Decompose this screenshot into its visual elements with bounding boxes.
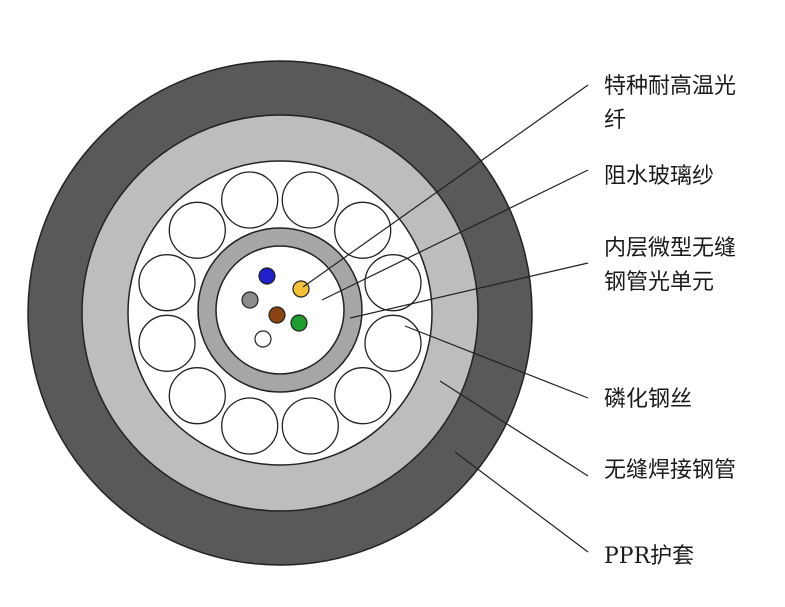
steel-wire xyxy=(138,314,196,372)
steel-wire xyxy=(168,367,226,425)
steel-wire xyxy=(364,254,422,312)
leader-fiber xyxy=(302,84,589,288)
steel-wire xyxy=(221,171,279,229)
label-fiber-line1: 特种耐高温光 xyxy=(604,74,737,99)
label-fiber-line2: 纤 xyxy=(604,108,627,133)
leader-yarn xyxy=(321,169,589,301)
steel-wire xyxy=(281,171,339,229)
steel-wire xyxy=(334,367,392,425)
steel-wire xyxy=(138,254,196,312)
steel-wire xyxy=(168,201,226,259)
fiber-green xyxy=(290,314,308,332)
steel-wire xyxy=(221,397,279,455)
label-fiber: 特种耐高温光 纤 xyxy=(604,70,736,138)
label-jacket: PPR护套 xyxy=(604,544,695,569)
fiber-brown xyxy=(268,306,286,324)
leader-welded-tube xyxy=(439,380,589,477)
fiber-yellow xyxy=(292,280,310,298)
label-inner-tube-line1: 内层微型无缝 xyxy=(604,236,737,261)
steel-wire xyxy=(334,201,392,259)
fiber-white xyxy=(254,330,272,348)
steel-wire xyxy=(364,314,422,372)
steel-wire-ring xyxy=(138,171,422,455)
label-welded-tube: 无缝焊接钢管 xyxy=(604,458,737,483)
label-steel-wire: 磷化钢丝 xyxy=(604,387,693,412)
leader-steel-wire xyxy=(404,325,589,399)
steel-wire xyxy=(281,397,339,455)
fiber-blue xyxy=(258,267,276,285)
leader-inner-tube xyxy=(349,262,589,319)
label-yarn: 阻水玻璃纱 xyxy=(604,164,715,189)
label-inner-tube: 内层微型无缝 钢管光单元 xyxy=(604,232,736,300)
fiber-gray xyxy=(241,291,259,309)
leader-jacket xyxy=(454,451,589,553)
label-inner-tube-line2: 钢管光单元 xyxy=(604,270,715,295)
